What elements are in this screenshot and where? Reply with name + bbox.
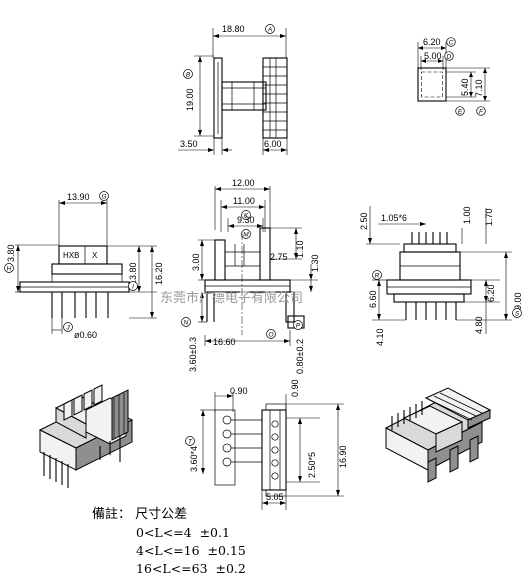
section-inner-h-dim: 5.40 xyxy=(460,78,470,96)
top-height-ref: B xyxy=(186,71,191,78)
side-pin-len-ref: N xyxy=(184,319,189,326)
top-left-flange-dim: 3.50 xyxy=(180,139,198,149)
front-pin-ref: J xyxy=(65,324,70,331)
side-pin-section-dim: 0.80±0.2 xyxy=(295,339,305,374)
side-h2-dim: 2.75 xyxy=(270,252,288,262)
tolerance-rows: 0<L<=4 ±0.1 4<L<=16 ±0.15 16<L<=63 ±0.2 xyxy=(92,524,312,578)
isometric-view-right xyxy=(384,387,492,483)
tolerance-title: 備註： 尺寸公差 xyxy=(92,507,188,522)
side-w3-dim: 9.30 xyxy=(237,215,255,225)
bottom-width-dim: 5.05 xyxy=(266,492,284,502)
front-top-width-ref: G xyxy=(101,193,106,200)
bottom-view: 0.90 0.90 3.60*4 T 2.50*5 xyxy=(185,379,348,510)
section-outer-h-dim: 7.10 xyxy=(474,79,484,97)
side-base-dim: 16.60 xyxy=(213,337,236,347)
right-pitch-dim: 1.05*6 xyxy=(381,213,407,223)
section-inner-h-ref: E xyxy=(458,108,463,115)
front-left-height-ref: H xyxy=(7,265,12,272)
right-view: 2.50 1.05*6 1.00 1.70 6.60 xyxy=(359,206,523,346)
front-pin-dia-dim: ø0.60 xyxy=(74,330,97,340)
right-t2-dim: 1.70 xyxy=(484,208,494,226)
side-pin-len-dim: 3.60±0.3 xyxy=(188,337,198,372)
top-view: 18.80 A 19.00 B xyxy=(178,24,288,155)
tolerance-row-2: 4<L<=16 ±0.15 xyxy=(136,543,246,558)
right-a3-dim: 9.00 xyxy=(513,292,523,310)
right-a5-dim: 4.80 xyxy=(474,316,484,334)
section-inner-ref: D xyxy=(447,53,452,60)
section-inner-dim: 5.00 xyxy=(424,51,442,61)
top-height-dim: 19.00 xyxy=(185,88,195,111)
front-body-height-dim: 13.80 xyxy=(128,262,138,285)
tolerance-notes: 備註： 尺寸公差 0<L<=4 ±0.1 4<L<=16 ±0.15 16<L<… xyxy=(92,505,312,578)
side-h4-dim: 1.30 xyxy=(310,254,320,272)
right-t1-dim: 1.00 xyxy=(462,206,472,224)
isometric-view-left xyxy=(38,384,134,488)
side-view: 12.00 11.00 K 9.30 M xyxy=(181,178,320,374)
front-total-height-dim: 16.20 xyxy=(154,262,164,285)
front-view: 13.90 G HXB X 3.80 H 13.80 xyxy=(4,191,164,340)
tolerance-row-3: 16<L<=63 ±0.2 xyxy=(136,561,246,576)
right-a1-ref: R xyxy=(375,272,380,279)
bottom-height-dim: 16.90 xyxy=(338,445,348,468)
section-outer-dim: 6.20 xyxy=(423,37,441,47)
front-label-right: X xyxy=(92,251,98,260)
front-body-height-ref: I xyxy=(132,283,134,290)
company-watermark: 东莞市广德电子有限公司 xyxy=(160,290,303,306)
section-view: 6.20 C 5.00 D 5.40 E 7.10 F xyxy=(417,37,490,116)
right-a3-ref: S xyxy=(515,310,520,317)
side-h1-dim: 3.00 xyxy=(191,253,201,271)
top-width-ref: A xyxy=(267,26,272,33)
side-w2-dim: 11.00 xyxy=(233,196,255,206)
top-right-flange-dim: 6.00 xyxy=(264,139,282,149)
right-h1-dim: 2.50 xyxy=(359,212,369,230)
side-w3-ref: M xyxy=(243,231,249,238)
right-a2-dim: 6.20 xyxy=(486,284,496,302)
side-base-ref: O xyxy=(268,331,273,338)
bottom-pitch-right-dim: 2.50*5 xyxy=(307,452,317,478)
front-left-height-dim: 3.80 xyxy=(6,244,16,262)
bottom-pitch-left-ref: T xyxy=(188,438,193,445)
tolerance-row-1: 0<L<=4 ±0.1 xyxy=(136,525,230,540)
front-top-width-dim: 13.90 xyxy=(67,192,90,202)
right-a4-dim: 4.10 xyxy=(375,328,385,346)
right-a1-dim: 6.60 xyxy=(368,290,378,308)
side-pin-section-ref: P xyxy=(296,322,301,329)
side-w2-ref: K xyxy=(244,212,249,219)
top-width-dim: 18.80 xyxy=(222,24,245,34)
side-w1-dim: 12.00 xyxy=(232,178,255,188)
bottom-pitch-left-dim: 3.60*4 xyxy=(189,446,199,472)
front-label-left: HXB xyxy=(63,251,79,260)
bottom-top-dim: 0.90 xyxy=(230,386,248,396)
section-outer-h-ref: F xyxy=(479,108,484,115)
side-h3-dim: 1.10 xyxy=(295,240,305,258)
bottom-gap-dim: 0.90 xyxy=(290,379,300,397)
section-outer-ref: C xyxy=(449,39,454,46)
